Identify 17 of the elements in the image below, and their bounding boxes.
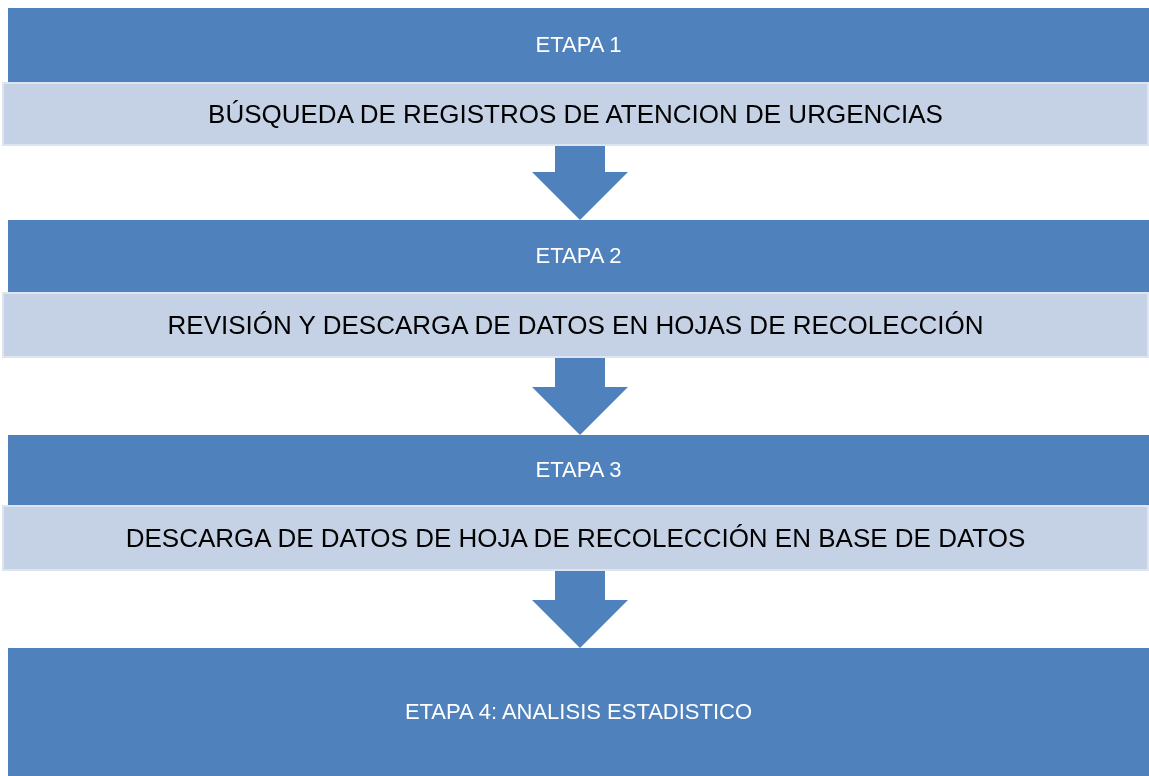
stage-title: ETAPA 1 xyxy=(535,32,622,58)
step-text: DESCARGA DE DATOS DE HOJA DE RECOLECCIÓN EN BASE DE DATOS xyxy=(125,522,1026,554)
stage-title: ETAPA 4: ANALISIS ESTADISTICO xyxy=(404,699,753,725)
process-box xyxy=(2,82,1149,146)
block-arrow xyxy=(532,146,628,220)
process-box xyxy=(2,505,1149,571)
stage-title: ETAPA 2 xyxy=(535,243,622,269)
stage-band xyxy=(8,648,1149,776)
step-text: REVISIÓN Y DESCARGA DE DATOS EN HOJAS DE RECOLECCIÓN xyxy=(167,309,984,341)
stage-band xyxy=(8,8,1149,82)
stage-title: ETAPA 3 xyxy=(535,457,622,483)
process-box xyxy=(2,292,1149,358)
stage-band xyxy=(8,220,1149,292)
block-arrow xyxy=(532,358,628,435)
step-text: BÚSQUEDA DE REGISTROS DE ATENCION DE URGENCIAS xyxy=(208,98,943,130)
block-arrow xyxy=(532,571,628,648)
stage-band xyxy=(8,435,1149,505)
